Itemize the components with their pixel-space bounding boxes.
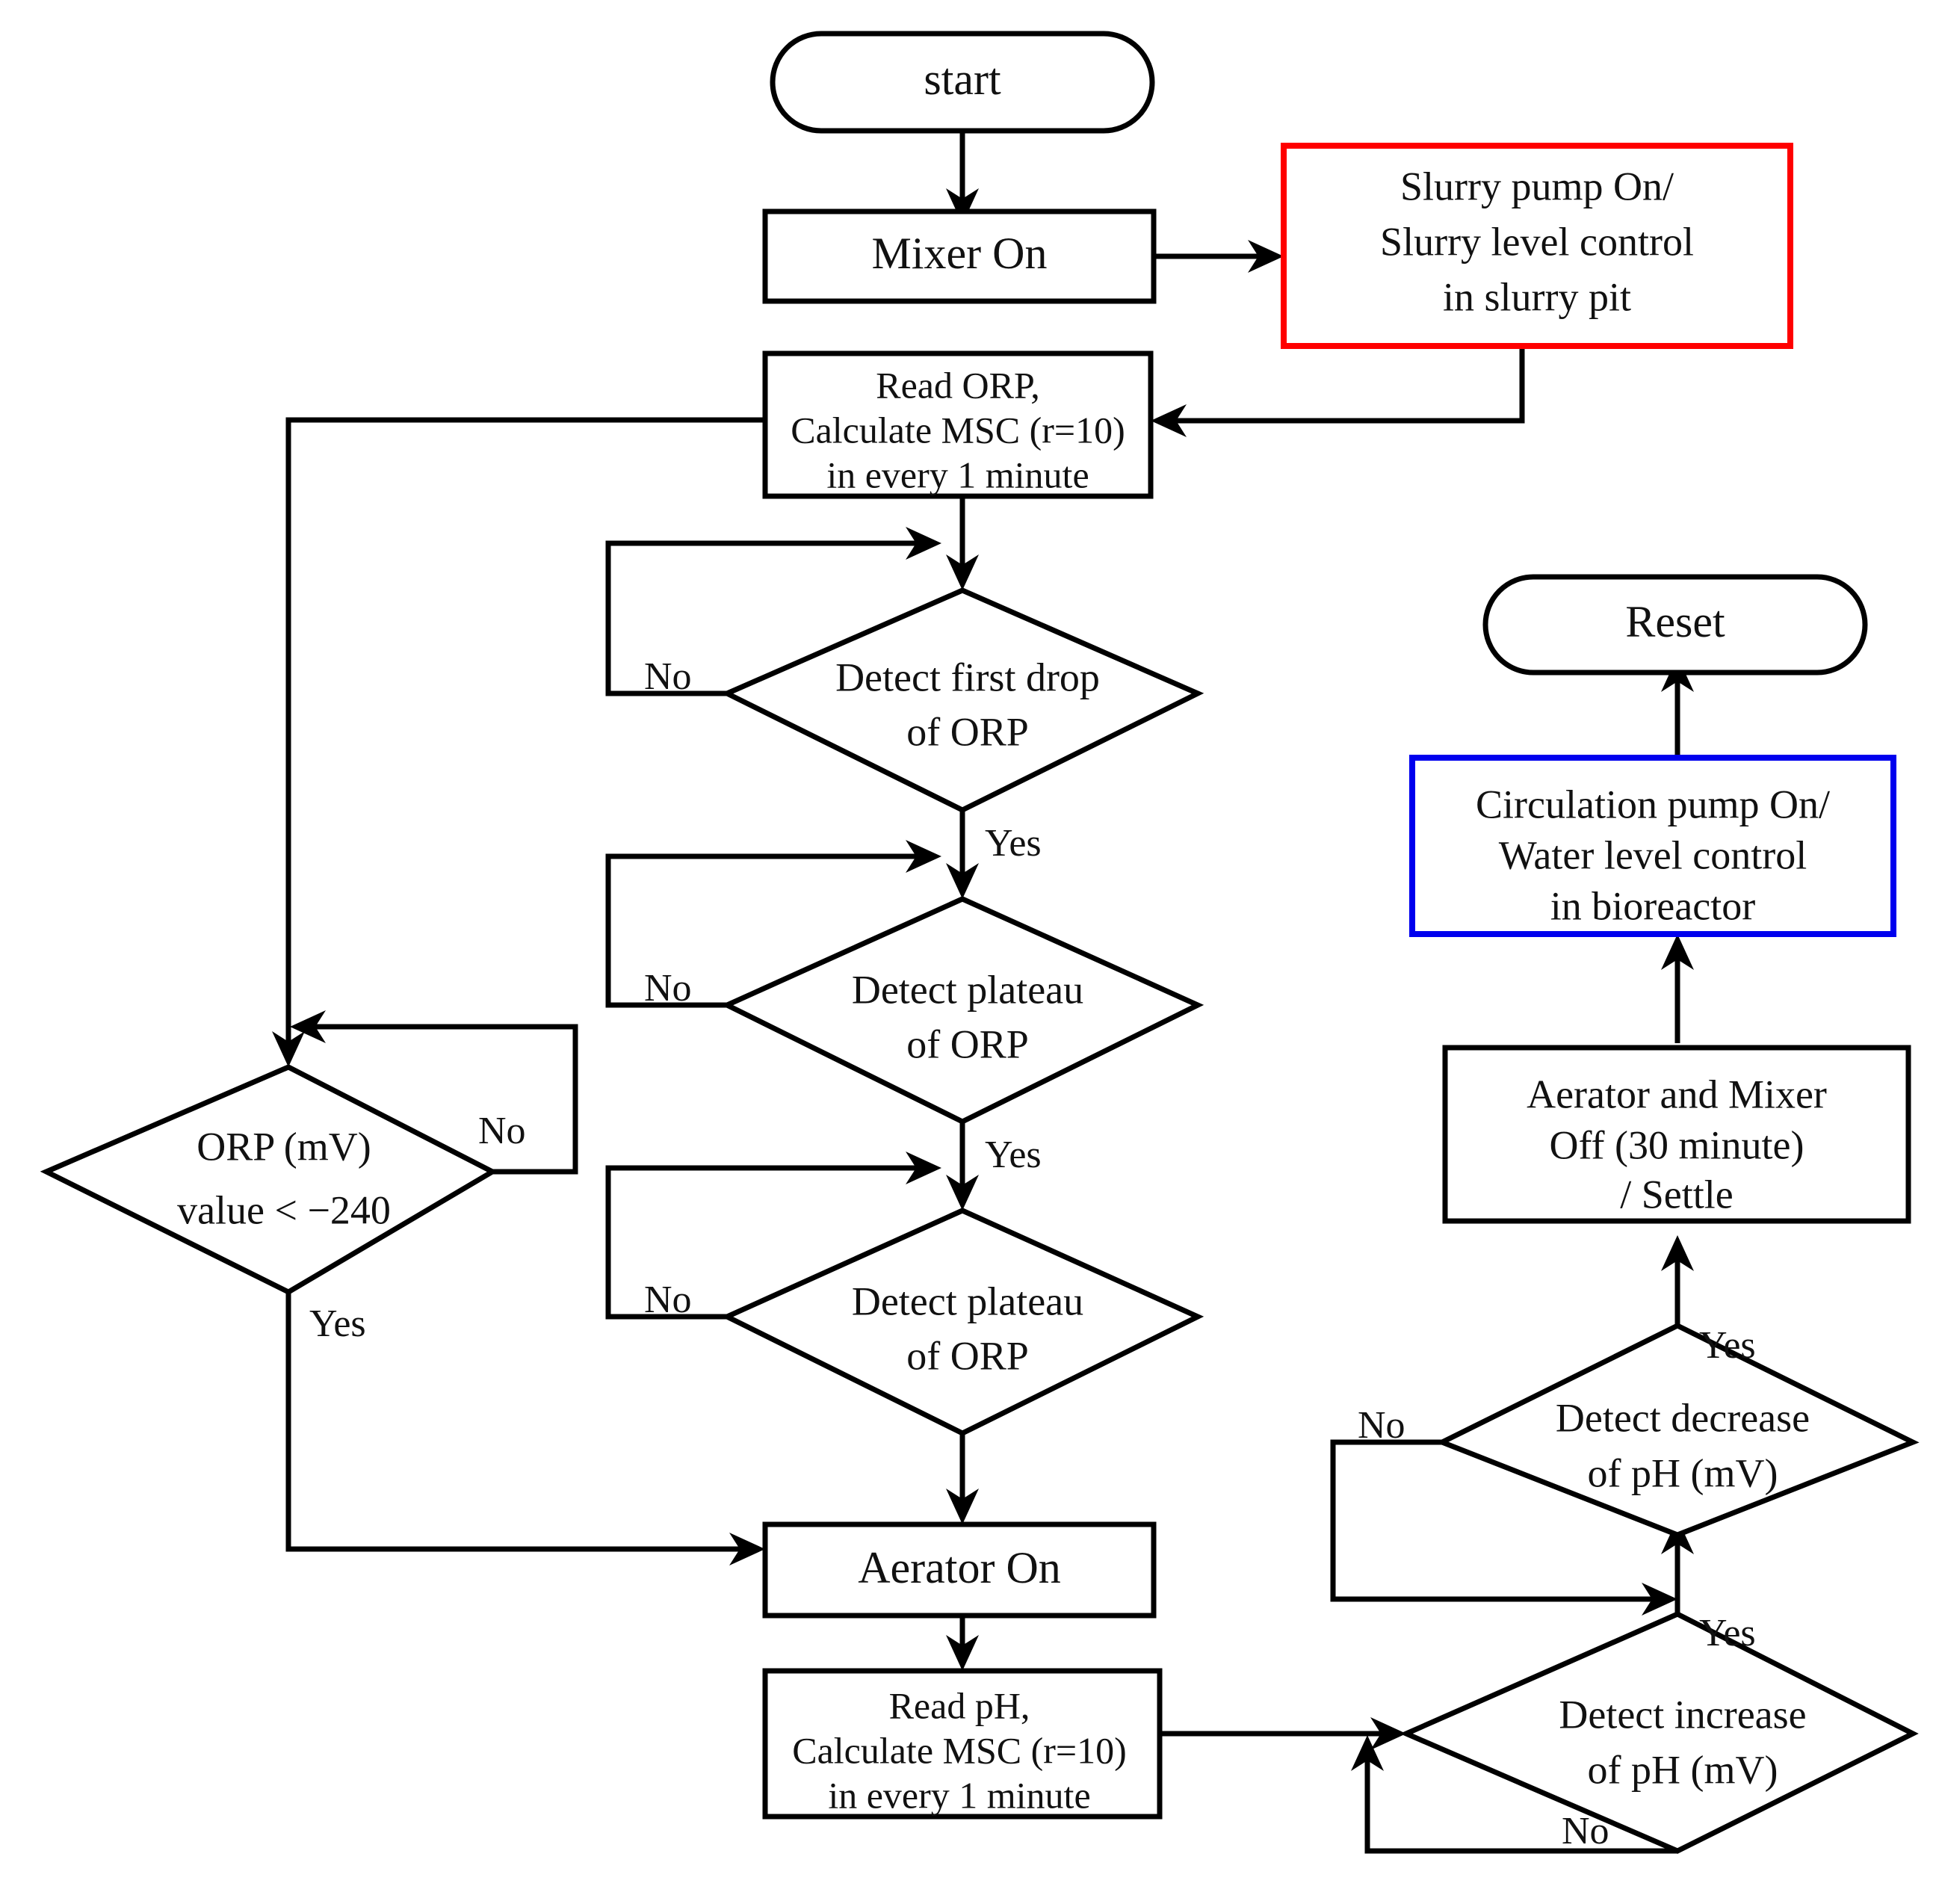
node-slurry-pump-line1: Slurry pump On/ bbox=[1400, 164, 1674, 208]
edge-decreaseph-yes bbox=[1661, 1235, 1694, 1326]
edge-label-firstdrop-no: No bbox=[644, 655, 692, 698]
node-read-orp-line3: in every 1 minute bbox=[826, 454, 1089, 495]
edge-label-plateau1-no: No bbox=[644, 967, 692, 1010]
edge-slurry-to-readorp bbox=[1151, 346, 1525, 437]
node-detect-plateau-2-line2: of ORP bbox=[906, 1333, 1029, 1378]
node-aerator-mixer-off-line3: / Settle bbox=[1620, 1172, 1733, 1217]
node-reset[interactable]: Reset bbox=[1482, 574, 1868, 676]
node-read-ph-line3: in every 1 minute bbox=[828, 1774, 1090, 1816]
edge-label-firstdrop-yes: Yes bbox=[985, 822, 1042, 865]
node-aerator-on-label: Aerator On bbox=[858, 1543, 1061, 1592]
node-aerator-mixer-off[interactable]: Aerator and Mixer Off (30 minute) / Sett… bbox=[1442, 1045, 1911, 1224]
edge-label-decreaseph-no: No bbox=[1358, 1404, 1405, 1447]
node-detect-decrease-ph-line2: of pH (mV) bbox=[1588, 1450, 1778, 1495]
edge-decreaseph-no-loop bbox=[1330, 1439, 1677, 1616]
edge-orpthreshold-no-loop bbox=[290, 1010, 578, 1175]
edge-increaseph-no-loop bbox=[1351, 1735, 1677, 1854]
node-aerator-on[interactable]: Aerator On bbox=[762, 1521, 1157, 1619]
node-read-orp[interactable]: Read ORP, Calculate MSC (r=10) in every … bbox=[762, 350, 1154, 499]
edge-plateau1-no-loop bbox=[605, 840, 941, 1008]
node-circulation-pump-line1: Circulation pump On/ bbox=[1476, 782, 1830, 826]
edge-firstdrop-yes bbox=[946, 810, 979, 899]
node-detect-plateau-2[interactable]: Detect plateau of ORP bbox=[720, 1208, 1204, 1436]
node-aerator-mixer-off-line1: Aerator and Mixer bbox=[1527, 1072, 1827, 1116]
edge-label-increaseph-yes: Yes bbox=[1699, 1612, 1756, 1654]
node-detect-plateau-1[interactable]: Detect plateau of ORP bbox=[720, 896, 1204, 1125]
node-slurry-pump-line2: Slurry level control bbox=[1380, 219, 1694, 264]
node-detect-decrease-ph-line1: Detect decrease bbox=[1556, 1395, 1810, 1440]
node-orp-threshold-line2: value < −240 bbox=[177, 1187, 391, 1232]
edge-label-plateau2-no: No bbox=[644, 1279, 692, 1321]
edge-mixer-to-slurry bbox=[1154, 240, 1284, 273]
node-mixer-on[interactable]: Mixer On bbox=[762, 208, 1157, 304]
node-circulation-pump-line2: Water level control bbox=[1499, 832, 1807, 877]
edge-readorp-to-orpthreshold bbox=[272, 417, 765, 1067]
node-aerator-mixer-off-line2: Off (30 minute) bbox=[1550, 1122, 1804, 1167]
edge-orpthreshold-yes bbox=[285, 1292, 765, 1565]
node-detect-first-drop-line2: of ORP bbox=[906, 709, 1029, 754]
edge-label-decreaseph-yes: Yes bbox=[1699, 1324, 1756, 1367]
node-reset-label: Reset bbox=[1625, 597, 1725, 646]
edge-label-increaseph-no: No bbox=[1562, 1810, 1609, 1852]
node-read-orp-line2: Calculate MSC (r=10) bbox=[791, 409, 1125, 451]
edge-plateau1-yes bbox=[946, 1122, 979, 1211]
node-detect-plateau-2-line1: Detect plateau bbox=[852, 1279, 1083, 1323]
edge-plateau2-to-aerator bbox=[946, 1433, 979, 1524]
edge-readorp-to-firstdrop bbox=[946, 496, 979, 590]
node-detect-plateau-1-line1: Detect plateau bbox=[852, 967, 1083, 1012]
node-read-ph[interactable]: Read pH, Calculate MSC (r=10) in every 1… bbox=[762, 1668, 1163, 1820]
node-read-ph-line2: Calculate MSC (r=10) bbox=[792, 1729, 1127, 1771]
edge-plateau2-no-loop bbox=[605, 1152, 941, 1320]
edge-aeratoroff-to-circulation bbox=[1661, 934, 1694, 1043]
node-detect-plateau-1-line2: of ORP bbox=[906, 1021, 1029, 1066]
node-detect-first-drop-line1: Detect first drop bbox=[835, 655, 1100, 699]
node-circulation-pump-line3: in bioreactor bbox=[1550, 883, 1755, 928]
node-mixer-on-label: Mixer On bbox=[872, 229, 1048, 278]
edge-label-plateau1-yes: Yes bbox=[985, 1134, 1042, 1176]
node-read-orp-line1: Read ORP, bbox=[876, 364, 1039, 406]
edge-label-orpthreshold-no: No bbox=[478, 1110, 526, 1152]
node-orp-threshold-line1: ORP (mV) bbox=[197, 1124, 371, 1169]
node-start-label: start bbox=[924, 55, 1001, 104]
node-orp-threshold[interactable]: ORP (mV) value < −240 bbox=[40, 1064, 498, 1295]
node-detect-first-drop[interactable]: Detect first drop of ORP bbox=[720, 587, 1204, 813]
edge-label-orpthreshold-yes: Yes bbox=[309, 1302, 366, 1345]
edge-start-to-mixer bbox=[946, 131, 979, 224]
node-detect-decrease-ph[interactable]: Detect decrease of pH (mV) bbox=[1435, 1323, 1920, 1538]
node-read-ph-line1: Read pH, bbox=[889, 1684, 1030, 1726]
node-detect-increase-ph[interactable]: Detect increase of pH (mV) bbox=[1400, 1611, 1919, 1854]
node-slurry-pump[interactable]: Slurry pump On/ Slurry level control in … bbox=[1281, 143, 1793, 349]
node-slurry-pump-line3: in slurry pit bbox=[1443, 274, 1631, 319]
edge-firstdrop-no-loop bbox=[605, 527, 941, 696]
node-detect-increase-ph-line2: of pH (mV) bbox=[1588, 1747, 1778, 1792]
node-circulation-pump[interactable]: Circulation pump On/ Water level control… bbox=[1409, 755, 1896, 937]
node-start[interactable]: start bbox=[770, 31, 1155, 134]
node-detect-increase-ph-line1: Detect increase bbox=[1559, 1692, 1806, 1737]
edge-readph-to-increaseph bbox=[1160, 1717, 1406, 1750]
